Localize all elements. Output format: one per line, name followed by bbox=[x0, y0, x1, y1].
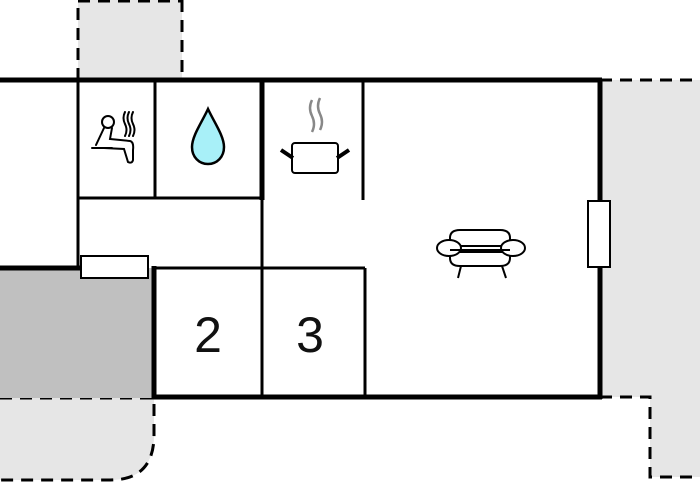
exterior-walls bbox=[0, 77, 603, 400]
outdoor-areas bbox=[0, 0, 700, 482]
interior-walls bbox=[76, 80, 367, 397]
top-terrace bbox=[78, 0, 182, 80]
entrance-area bbox=[0, 268, 154, 398]
bottom-left-terrace bbox=[0, 398, 154, 480]
room-label-bedroom-3: 3 bbox=[296, 307, 324, 363]
room-label-bedroom-2: 2 bbox=[194, 307, 222, 363]
top-terrace-outline bbox=[76, 0, 184, 80]
sauna-icon bbox=[91, 111, 136, 164]
sofa-icon bbox=[436, 229, 526, 279]
window-right bbox=[587, 200, 611, 268]
water-drop-icon bbox=[190, 106, 226, 166]
cooking-pot-icon bbox=[279, 97, 351, 174]
entrance-door bbox=[80, 255, 149, 279]
right-terrace bbox=[600, 80, 700, 477]
